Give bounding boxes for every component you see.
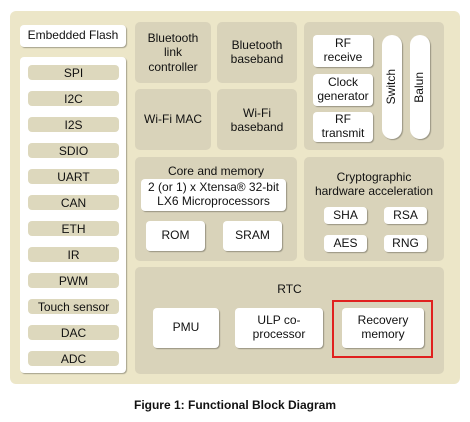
balun-label: Balun (412, 71, 427, 103)
peripheral-adc: ADC (28, 351, 119, 366)
peripheral-ir: IR (28, 247, 119, 262)
balun-box: Balun (410, 35, 430, 139)
aes-label: AES (333, 235, 358, 250)
rtc-title: RTC (277, 282, 302, 296)
switch-label: Switch (384, 69, 399, 105)
peripheral-uart: UART (28, 169, 119, 184)
sram-label: SRAM (235, 228, 270, 243)
embedded-flash-block: Embedded Flash (20, 25, 126, 47)
figure-caption: Figure 1: Functional Block Diagram (133, 398, 337, 412)
crypto-title: Cryptographic hardware acceleration (314, 170, 434, 199)
bluetooth-baseband-label: Bluetooth baseband (230, 38, 284, 67)
rf-receive-label: RF receive (323, 36, 363, 64)
peripheral-label: I2S (64, 117, 83, 132)
rng-label: RNG (392, 235, 419, 250)
peripheral-label: CAN (60, 195, 87, 210)
sram-box: SRAM (223, 221, 282, 251)
rng-box: RNG (384, 235, 427, 252)
core-and-memory-block: Core and memory 2 (or 1) x Xtensa® 32-bi… (135, 157, 297, 261)
peripheral-label: UART (57, 169, 90, 184)
wifi-baseband-label: Wi-Fi baseband (230, 106, 284, 135)
peripheral-label: PWM (58, 273, 89, 288)
peripheral-label: I2C (64, 91, 83, 106)
peripheral-label: ETH (61, 221, 86, 236)
peripheral-label: Touch sensor (37, 299, 110, 314)
peripheral-i2s: I2S (28, 117, 119, 132)
rf-transmit-box: RF transmit (313, 112, 373, 142)
rom-label: ROM (161, 228, 190, 243)
peripheral-label: SDIO (58, 143, 89, 158)
sha-label: SHA (333, 207, 358, 222)
peripheral-sdio: SDIO (28, 143, 119, 158)
rom-box: ROM (146, 221, 205, 251)
peripheral-touch-sensor: Touch sensor (28, 299, 119, 314)
peripheral-spi: SPI (28, 65, 119, 80)
peripheral-eth: ETH (28, 221, 119, 236)
core-and-memory-title: Core and memory (167, 164, 265, 178)
peripheral-label: DAC (60, 325, 87, 340)
peripheral-label: IR (67, 247, 80, 262)
rsa-box: RSA (384, 207, 427, 224)
wifi-baseband-block: Wi-Fi baseband (217, 89, 297, 150)
pmu-label: PMU (172, 320, 200, 335)
peripheral-dac: DAC (28, 325, 119, 340)
clock-generator-label: Clock generator (317, 75, 369, 103)
peripheral-pwm: PWM (28, 273, 119, 288)
peripheral-label: SPI (63, 65, 84, 80)
ulp-coprocessor-box: ULP co-processor (235, 308, 323, 348)
peripheral-can: CAN (28, 195, 119, 210)
pmu-box: PMU (153, 308, 219, 348)
peripheral-label: ADC (60, 351, 87, 366)
bluetooth-link-controller-block: Bluetooth link controller (135, 22, 211, 83)
processor-box: 2 (or 1) x Xtensa® 32-bit LX6 Microproce… (141, 179, 286, 211)
recovery-memory-label: Recovery memory (357, 313, 409, 341)
recovery-memory-highlight (332, 300, 433, 358)
rf-receive-box: RF receive (313, 35, 373, 67)
wifi-mac-label: Wi-Fi MAC (144, 112, 202, 126)
bluetooth-baseband-block: Bluetooth baseband (217, 22, 297, 83)
processor-label: 2 (or 1) x Xtensa® 32-bit LX6 Microproce… (148, 180, 279, 208)
crypto-block: Cryptographic hardware acceleration SHA … (304, 157, 444, 261)
sha-box: SHA (324, 207, 367, 224)
aes-box: AES (324, 235, 367, 252)
rf-transmit-label: RF transmit (321, 112, 365, 140)
rf-block: RF receive Clock generator RF transmit S… (304, 22, 444, 150)
embedded-flash-label: Embedded Flash (27, 28, 119, 43)
clock-generator-box: Clock generator (313, 74, 373, 106)
peripheral-i2c: I2C (28, 91, 119, 106)
switch-box: Switch (382, 35, 402, 139)
rsa-label: RSA (393, 207, 418, 222)
wifi-mac-block: Wi-Fi MAC (135, 89, 211, 150)
recovery-memory-box: Recovery memory (342, 308, 424, 348)
ulp-coprocessor-label: ULP co-processor (252, 313, 306, 341)
peripherals-block (20, 57, 126, 373)
bluetooth-link-controller-label: Bluetooth link controller (147, 31, 199, 74)
